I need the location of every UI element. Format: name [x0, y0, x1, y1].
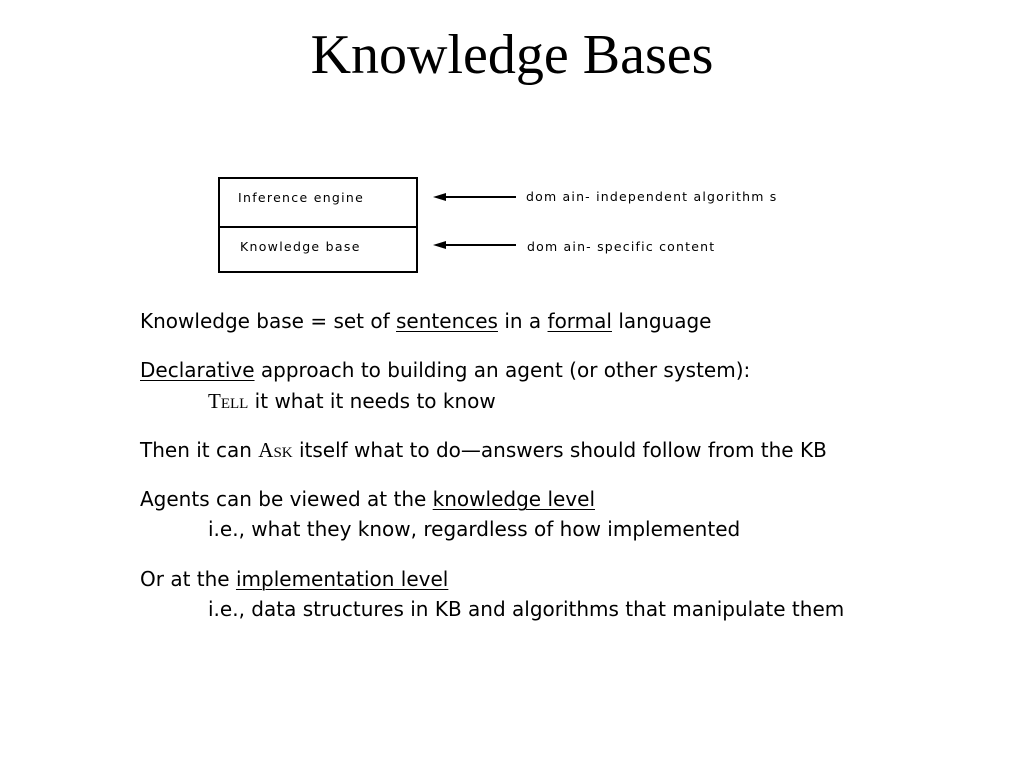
- upper-arrow-icon: [433, 193, 516, 201]
- implementation-level-explanation: i.e., data structures in KB and algorith…: [208, 597, 845, 621]
- kb-definition-line: Knowledge base = set of sentences in a f…: [140, 309, 711, 333]
- knowledge-base-label: Knowledge base: [240, 239, 361, 254]
- domain-independent-label: dom ain- independent algorithm s: [526, 189, 778, 204]
- tell-keyword: Tell: [208, 389, 249, 413]
- text-segment: in a: [497, 309, 548, 333]
- lower-arrow-icon: [433, 241, 516, 249]
- agent-architecture-diagram: [218, 177, 418, 273]
- text-segment: Then it can: [140, 438, 259, 462]
- formal-term: formal: [547, 309, 612, 333]
- knowledge-level-line: Agents can be viewed at the knowledge le…: [140, 487, 595, 511]
- box-divider: [220, 226, 416, 228]
- text-segment: it what it needs to know: [248, 389, 496, 413]
- domain-specific-label: dom ain- specific content: [527, 239, 716, 254]
- tell-line: Tell it what it needs to know: [208, 389, 496, 413]
- text-segment: language: [611, 309, 712, 333]
- knowledge-level-term: knowledge level: [432, 487, 595, 511]
- implementation-level-line: Or at the implementation level: [140, 567, 448, 591]
- sentences-term: sentences: [396, 309, 498, 333]
- declarative-line: Declarative approach to building an agen…: [140, 358, 750, 382]
- text-segment: itself what to do—answers should follow …: [292, 438, 827, 462]
- text-segment: Knowledge base = set of: [140, 309, 397, 333]
- ask-line: Then it can Ask itself what to do—answer…: [140, 438, 827, 462]
- slide-title: Knowledge Bases: [310, 24, 714, 86]
- text-segment: Or at the: [140, 567, 236, 591]
- inference-engine-label: Inference engine: [238, 190, 365, 205]
- text-segment: Agents can be viewed at the: [140, 487, 433, 511]
- declarative-term: Declarative: [140, 358, 255, 382]
- implementation-level-term: implementation level: [235, 567, 449, 591]
- knowledge-level-explanation: i.e., what they know, regardless of how …: [208, 517, 741, 541]
- text-segment: approach to building an agent (or other …: [254, 358, 751, 382]
- ask-keyword: Ask: [258, 438, 293, 462]
